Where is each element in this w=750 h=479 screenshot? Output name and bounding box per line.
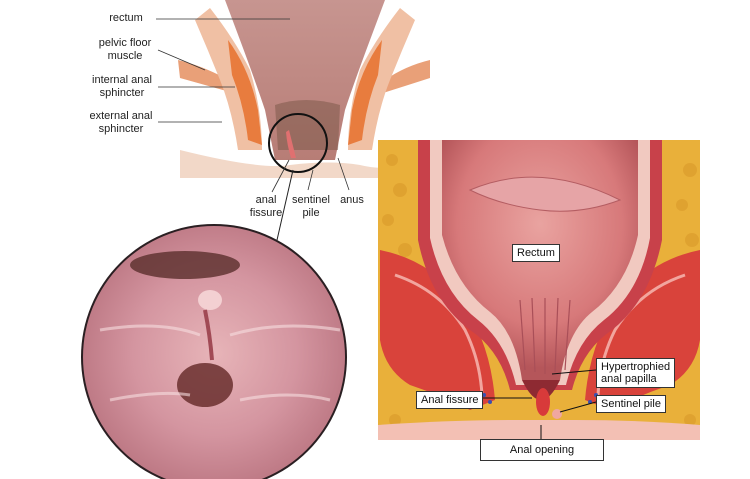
- top-anatomy-diagram: [156, 0, 430, 267]
- label-sentinel-pile: sentinel pile: [292, 194, 330, 219]
- pelvic-floor-muscle-left: [178, 60, 230, 92]
- label-pelvic-floor-muscle: pelvic floor muscle: [98, 37, 152, 62]
- leader-sentinel: [559, 401, 597, 413]
- rectal-fold: [468, 176, 622, 212]
- leader-pelvic-floor: [157, 49, 206, 71]
- internal-sphincter-right: [348, 40, 382, 145]
- label-anal-fissure: anal fissure: [249, 194, 283, 219]
- internal-sphincter-left: [228, 40, 262, 145]
- muscle-left-striation: [394, 273, 484, 396]
- fissure-lesion: [536, 388, 550, 416]
- label-sentinel-pile-box: Sentinel pile: [596, 395, 666, 413]
- anal-columns: [519, 297, 571, 374]
- clinical-photo: [81, 224, 347, 479]
- perianal-skin: [378, 420, 700, 440]
- photo-sentinel-tag: [198, 290, 222, 310]
- photo-upper-fold: [130, 251, 240, 279]
- skin-base: [180, 150, 430, 178]
- label-anal-opening-box: Anal opening: [480, 439, 604, 461]
- label-anal-fissure-box: Anal fissure: [416, 391, 484, 409]
- highlight-circle: [268, 113, 328, 173]
- photo-skin-folds: [99, 324, 341, 402]
- label-rectum-box: Rectum: [512, 244, 560, 262]
- leader-sentinel-pile: [307, 169, 314, 191]
- label-internal-anal-sphincter: internal anal sphincter: [92, 74, 152, 99]
- photo-anal-opening: [177, 363, 233, 407]
- label-rectum: rectum: [109, 12, 143, 24]
- leader-anal-fissure: [271, 159, 290, 193]
- label-external-anal-sphincter: external anal sphincter: [89, 110, 153, 135]
- leader-anus: [337, 157, 350, 191]
- anal-canal-folds: [275, 100, 340, 150]
- leader-papilla: [551, 369, 597, 375]
- label-hypertrophied-anal-papilla: Hypertrophied anal papilla: [596, 358, 676, 388]
- sentinel-pile-lump: [552, 409, 562, 419]
- label-anus: anus: [340, 194, 364, 206]
- photo-fissure-line: [203, 309, 214, 361]
- fissure-mark: [286, 130, 296, 158]
- muscle-left: [380, 250, 495, 410]
- pelvic-floor-muscle-right: [380, 60, 430, 94]
- fat-texture: [382, 154, 699, 435]
- rectum-body: [225, 0, 385, 160]
